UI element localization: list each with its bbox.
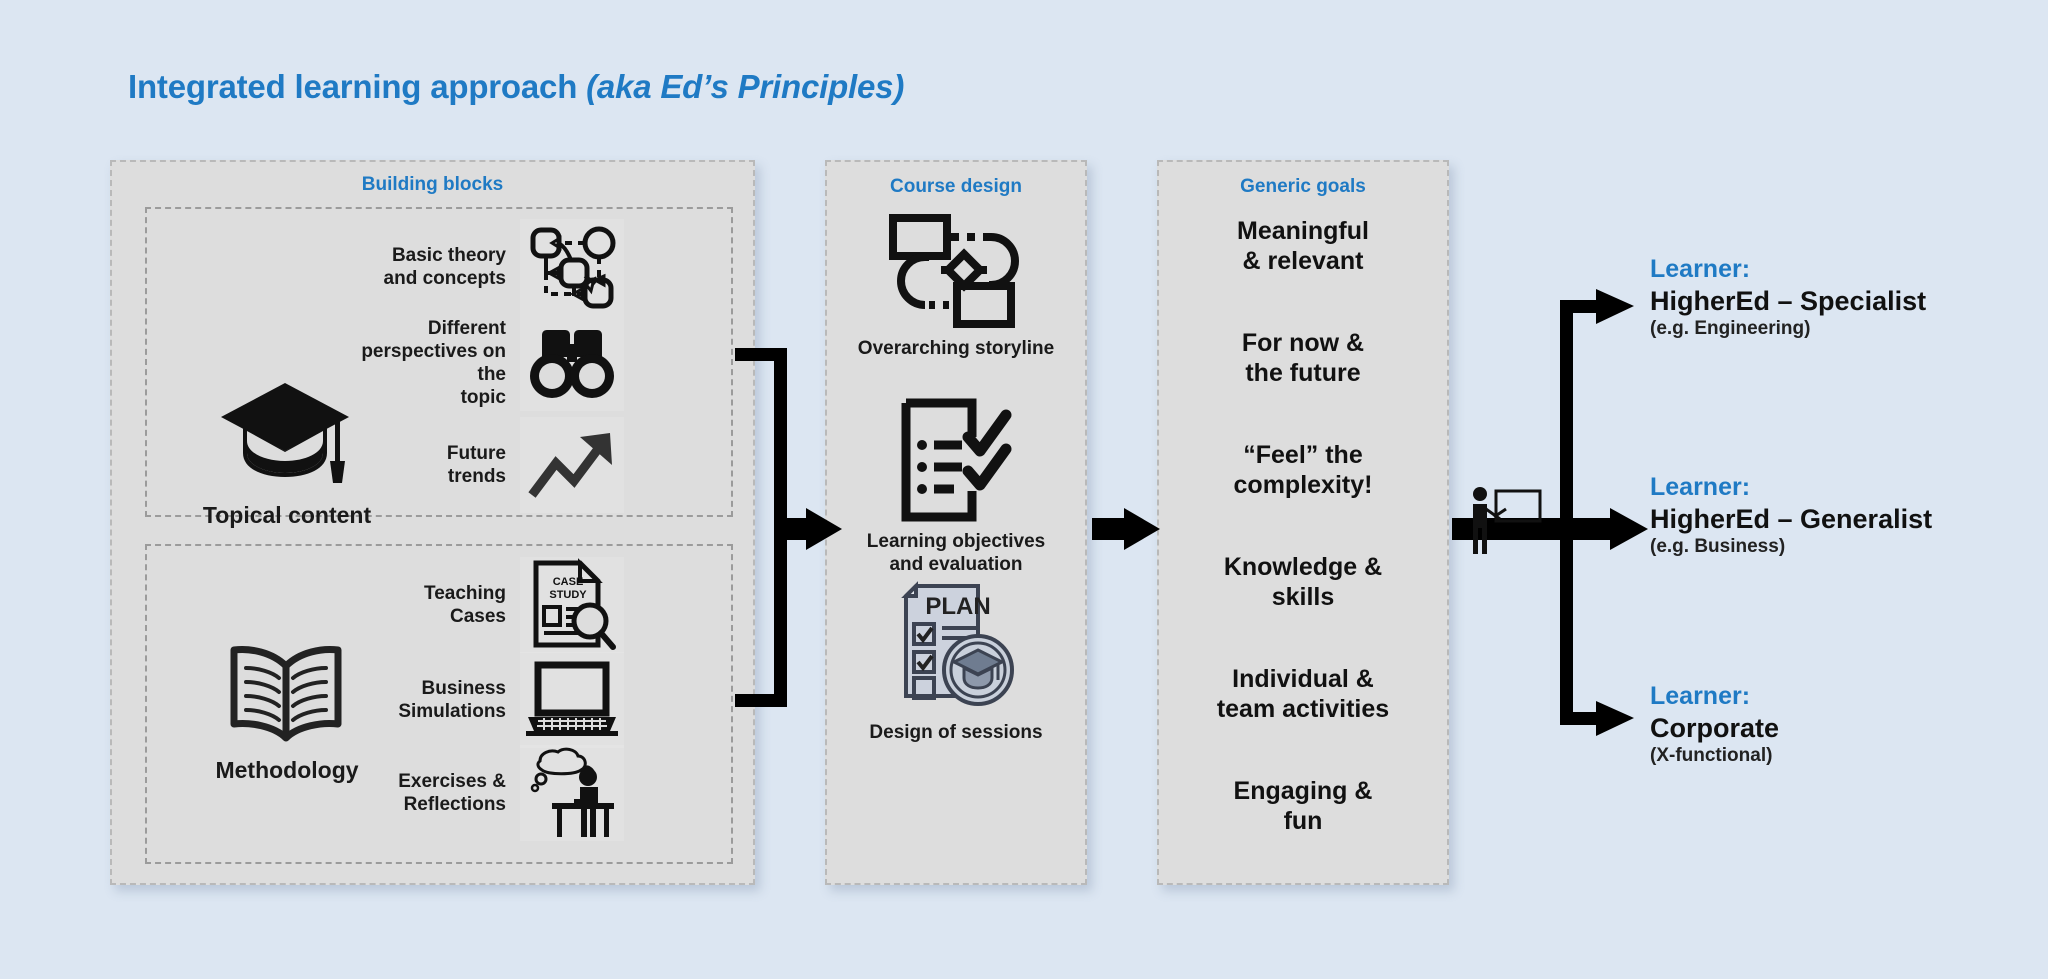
presenter-whiteboard-icon xyxy=(1466,485,1546,557)
laptop-icon xyxy=(520,652,624,748)
learner-2-sub: (e.g. Business) xyxy=(1650,536,1786,558)
trend-arrow-icon xyxy=(520,417,624,513)
learner-3-sub: (X-functional) xyxy=(1650,745,1773,767)
course-design-item-sessions-caption: Design of sessions xyxy=(869,722,1043,743)
checklist-document-icon xyxy=(827,397,1085,523)
binoculars-icon xyxy=(520,315,624,411)
generic-goals-heading: Generic goals xyxy=(1240,176,1366,197)
page-title-main: Integrated learning approach xyxy=(128,68,578,105)
flow-storyline-icon xyxy=(827,210,1085,330)
concept-network-icon xyxy=(520,219,624,315)
plan-checklist-graduation-icon: PLAN xyxy=(827,581,1085,714)
course-design-heading: Course design xyxy=(890,176,1022,197)
person-thinking-desk-icon xyxy=(520,745,624,841)
building-blocks-heading: Building blocks xyxy=(361,174,504,195)
block-item-exercises-reflections: Exercises &Reflections xyxy=(330,745,624,841)
goal-item-2: For now &the future xyxy=(1241,329,1365,387)
goal-item-4: Knowledge &skills xyxy=(1223,553,1383,611)
goal-item-6: Engaging &fun xyxy=(1233,777,1373,835)
course-design-panel: Course design Overarching storyline xyxy=(825,160,1087,885)
learner-block-1: Learner: HigherEd – Specialist (e.g. Eng… xyxy=(1650,255,1926,341)
case-study-icon-text-line1: CASE xyxy=(553,576,584,588)
case-study-icon: CASE STUDY xyxy=(520,557,624,653)
graduation-cap-icon xyxy=(217,377,353,487)
goal-item-1: Meaningful& relevant xyxy=(1237,217,1369,275)
case-study-icon-text-line2: STUDY xyxy=(549,589,587,601)
methodology-label: Methodology xyxy=(215,757,359,783)
learner-block-3: Learner: Corporate (X-functional) xyxy=(1650,682,1779,768)
page-title-subtitle: (aka Ed’s Principles) xyxy=(577,68,905,105)
goal-item-5: Individual &team activities xyxy=(1216,665,1390,723)
plan-icon-text: PLAN xyxy=(925,593,990,620)
building-blocks-panel: Building blocks Topical content Basic th… xyxy=(110,160,755,885)
topical-content-group xyxy=(145,207,733,517)
learner-2-lead: Learner: xyxy=(1650,473,1751,501)
learner-1-lead: Learner: xyxy=(1650,255,1751,283)
arrow-course-to-goals xyxy=(1092,508,1160,550)
block-item-exercises-reflections-label: Exercises &Reflections xyxy=(398,770,506,815)
learner-2-name: HigherEd – Generalist xyxy=(1650,503,1933,534)
learner-1-sub: (e.g. Engineering) xyxy=(1650,318,1811,340)
page-title: Integrated learning approach (aka Ed’s P… xyxy=(128,68,904,106)
course-design-item-sessions: PLAN Design of sessions xyxy=(827,581,1085,745)
methodology-group xyxy=(145,544,733,864)
generic-goals-panel: Generic goals Meaningful& relevant For n… xyxy=(1157,160,1449,885)
course-design-item-storyline-caption: Overarching storyline xyxy=(857,338,1055,359)
learner-1-name: HigherEd – Specialist xyxy=(1650,285,1927,316)
open-book-icon xyxy=(224,642,349,747)
course-design-item-storyline: Overarching storyline xyxy=(827,210,1085,361)
topical-content-label: Topical content xyxy=(202,502,372,528)
learner-3-lead: Learner: xyxy=(1650,682,1751,710)
learner-block-2: Learner: HigherEd – Generalist (e.g. Bus… xyxy=(1650,473,1932,559)
learner-3-name: Corporate xyxy=(1650,712,1780,743)
